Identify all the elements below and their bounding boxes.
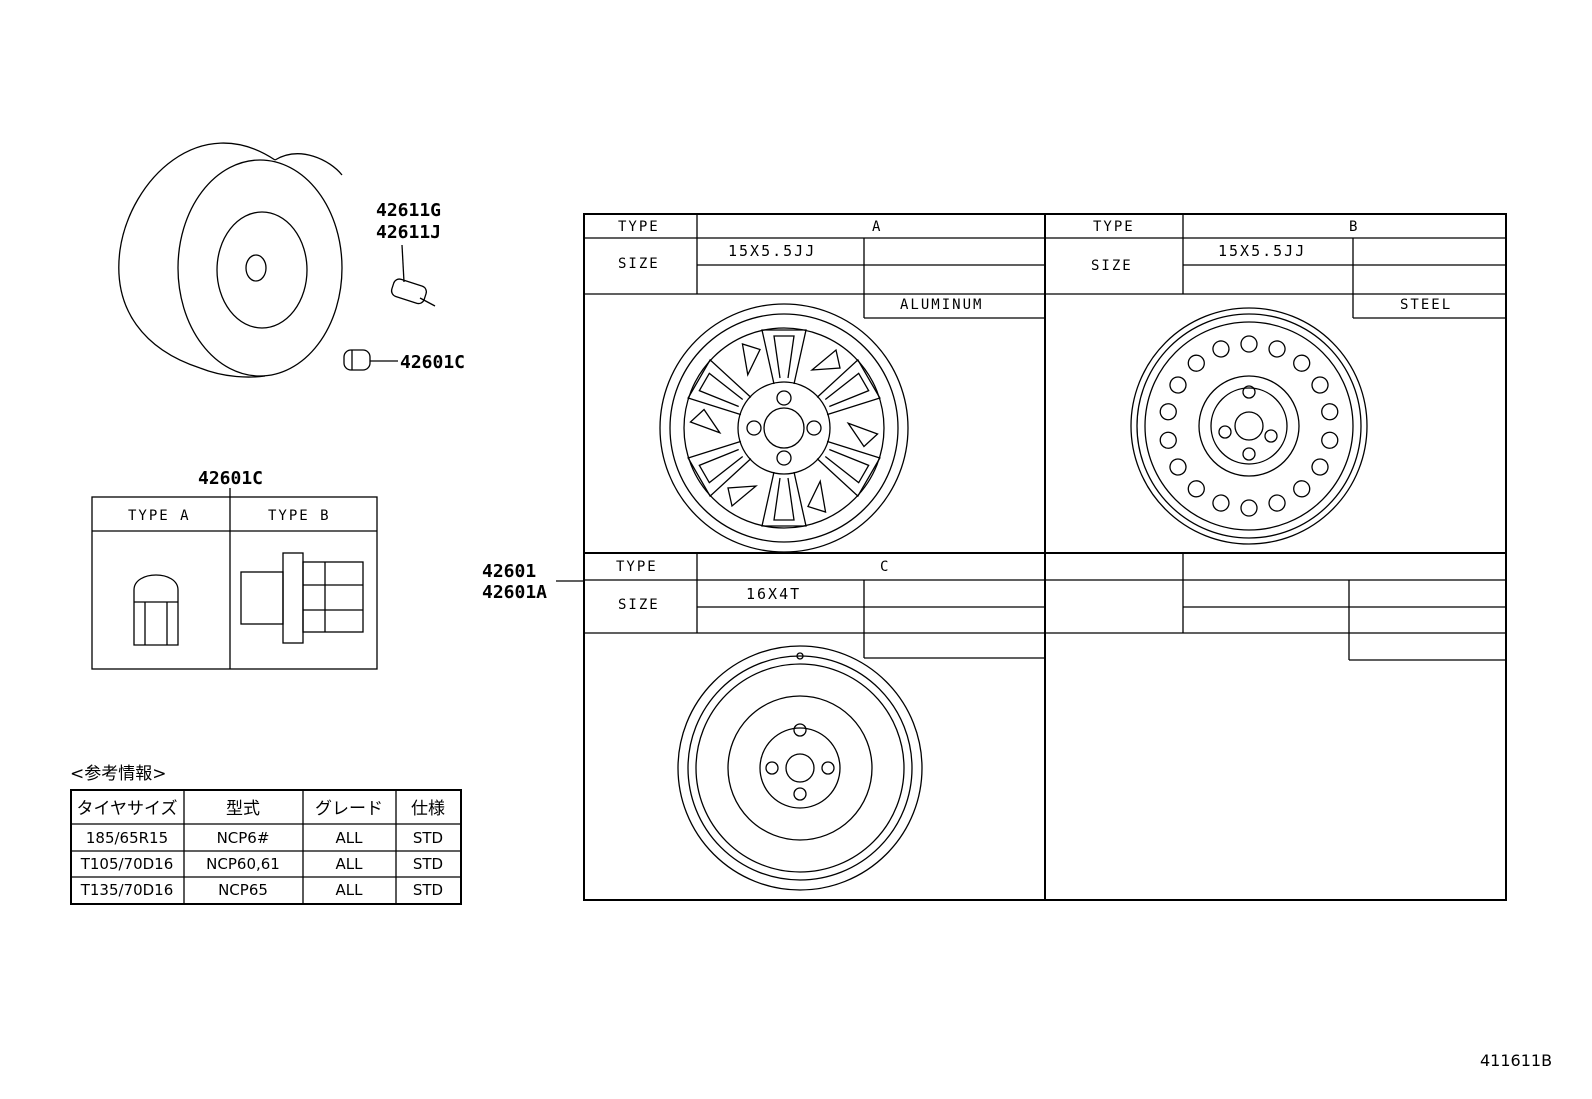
reference-header: 仕様 <box>411 799 445 819</box>
nut-table-title: 42601C <box>198 468 263 489</box>
tire-illustration <box>118 142 343 378</box>
wheel-size-a: 15X5.5JJ <box>728 242 816 260</box>
part-number-42601: 42601 <box>482 561 536 582</box>
type-b-row-label: TYPE <box>1093 219 1135 235</box>
nut-type-b-label: TYPE B <box>268 508 331 524</box>
nut-type-a-label: TYPE A <box>128 508 191 524</box>
type-c-row-label: TYPE <box>616 559 658 575</box>
reference-cell: STD <box>413 829 443 847</box>
wheel-material-b: STEEL <box>1400 297 1452 313</box>
part-number-42601c-callout: 42601C <box>400 352 465 373</box>
wheel-size-b: 15X5.5JJ <box>1218 242 1306 260</box>
lug-nut-icon <box>343 349 398 371</box>
reference-cell: NCP6# <box>217 829 270 847</box>
cap-nut-type-a-icon <box>133 574 179 646</box>
reference-cell: NCP65 <box>218 881 268 899</box>
reference-table <box>70 789 462 905</box>
diagram-code: 411611B <box>1480 1051 1552 1070</box>
valve-stem-icon <box>390 244 436 307</box>
part-number-42611j: 42611J <box>376 222 441 243</box>
wheel-type-b: B <box>1349 219 1359 235</box>
nut-type-table <box>91 496 378 670</box>
size-c-row-label: SIZE <box>618 597 660 613</box>
reference-cell: NCP60,61 <box>206 855 280 873</box>
reference-cell: STD <box>413 881 443 899</box>
reference-header: グレード <box>315 799 383 819</box>
reference-title: <参考情報> <box>70 764 167 784</box>
wheel-type-c: C <box>880 559 890 575</box>
reference-cell: T105/70D16 <box>80 855 174 873</box>
reference-cell: 185/65R15 <box>86 829 168 847</box>
spare-wheel-icon <box>677 645 923 891</box>
type-a-row-label: TYPE <box>618 219 660 235</box>
wheel-type-a: A <box>872 219 882 235</box>
reference-header: 型式 <box>226 799 260 819</box>
part-number-42611g: 42611G <box>376 200 441 221</box>
wheel-material-a: ALUMINUM <box>900 297 983 313</box>
reference-cell: T135/70D16 <box>80 881 174 899</box>
part-number-42601a: 42601A <box>482 582 547 603</box>
aluminum-wheel-icon <box>659 303 909 553</box>
reference-cell: ALL <box>336 881 364 899</box>
steel-wheel-icon <box>1130 307 1368 545</box>
reference-cell: ALL <box>336 829 364 847</box>
wheel-type-table <box>583 213 1507 901</box>
reference-header: タイヤサイズ <box>77 799 178 819</box>
flange-nut-type-b-icon <box>240 552 364 644</box>
size-b-row-label: SIZE <box>1091 258 1133 274</box>
wheel-size-c: 16X4T <box>746 585 801 603</box>
reference-cell: ALL <box>336 855 364 873</box>
size-a-row-label: SIZE <box>618 256 660 272</box>
reference-cell: STD <box>413 855 443 873</box>
